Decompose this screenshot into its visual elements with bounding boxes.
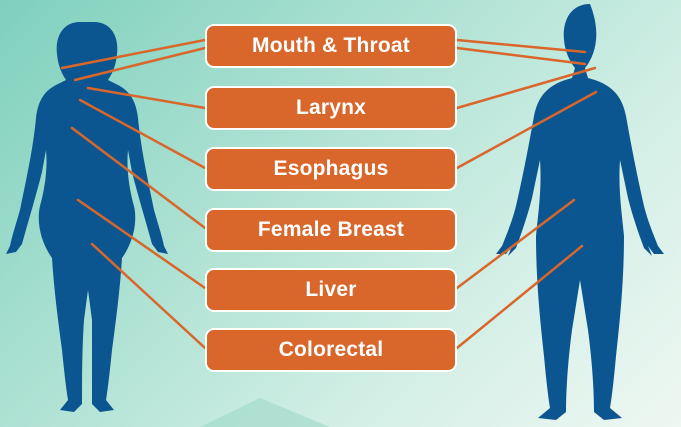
background-swoosh xyxy=(200,398,330,427)
female-figure-icon xyxy=(6,22,168,412)
label-colorectal: Colorectal xyxy=(205,328,457,372)
label-liver: Liver xyxy=(205,268,457,312)
male-figure-icon xyxy=(496,4,664,420)
label-larynx: Larynx xyxy=(205,86,457,130)
label-mouth-throat: Mouth & Throat xyxy=(205,24,457,68)
label-esophagus: Esophagus xyxy=(205,147,457,191)
label-female-breast: Female Breast xyxy=(205,208,457,252)
